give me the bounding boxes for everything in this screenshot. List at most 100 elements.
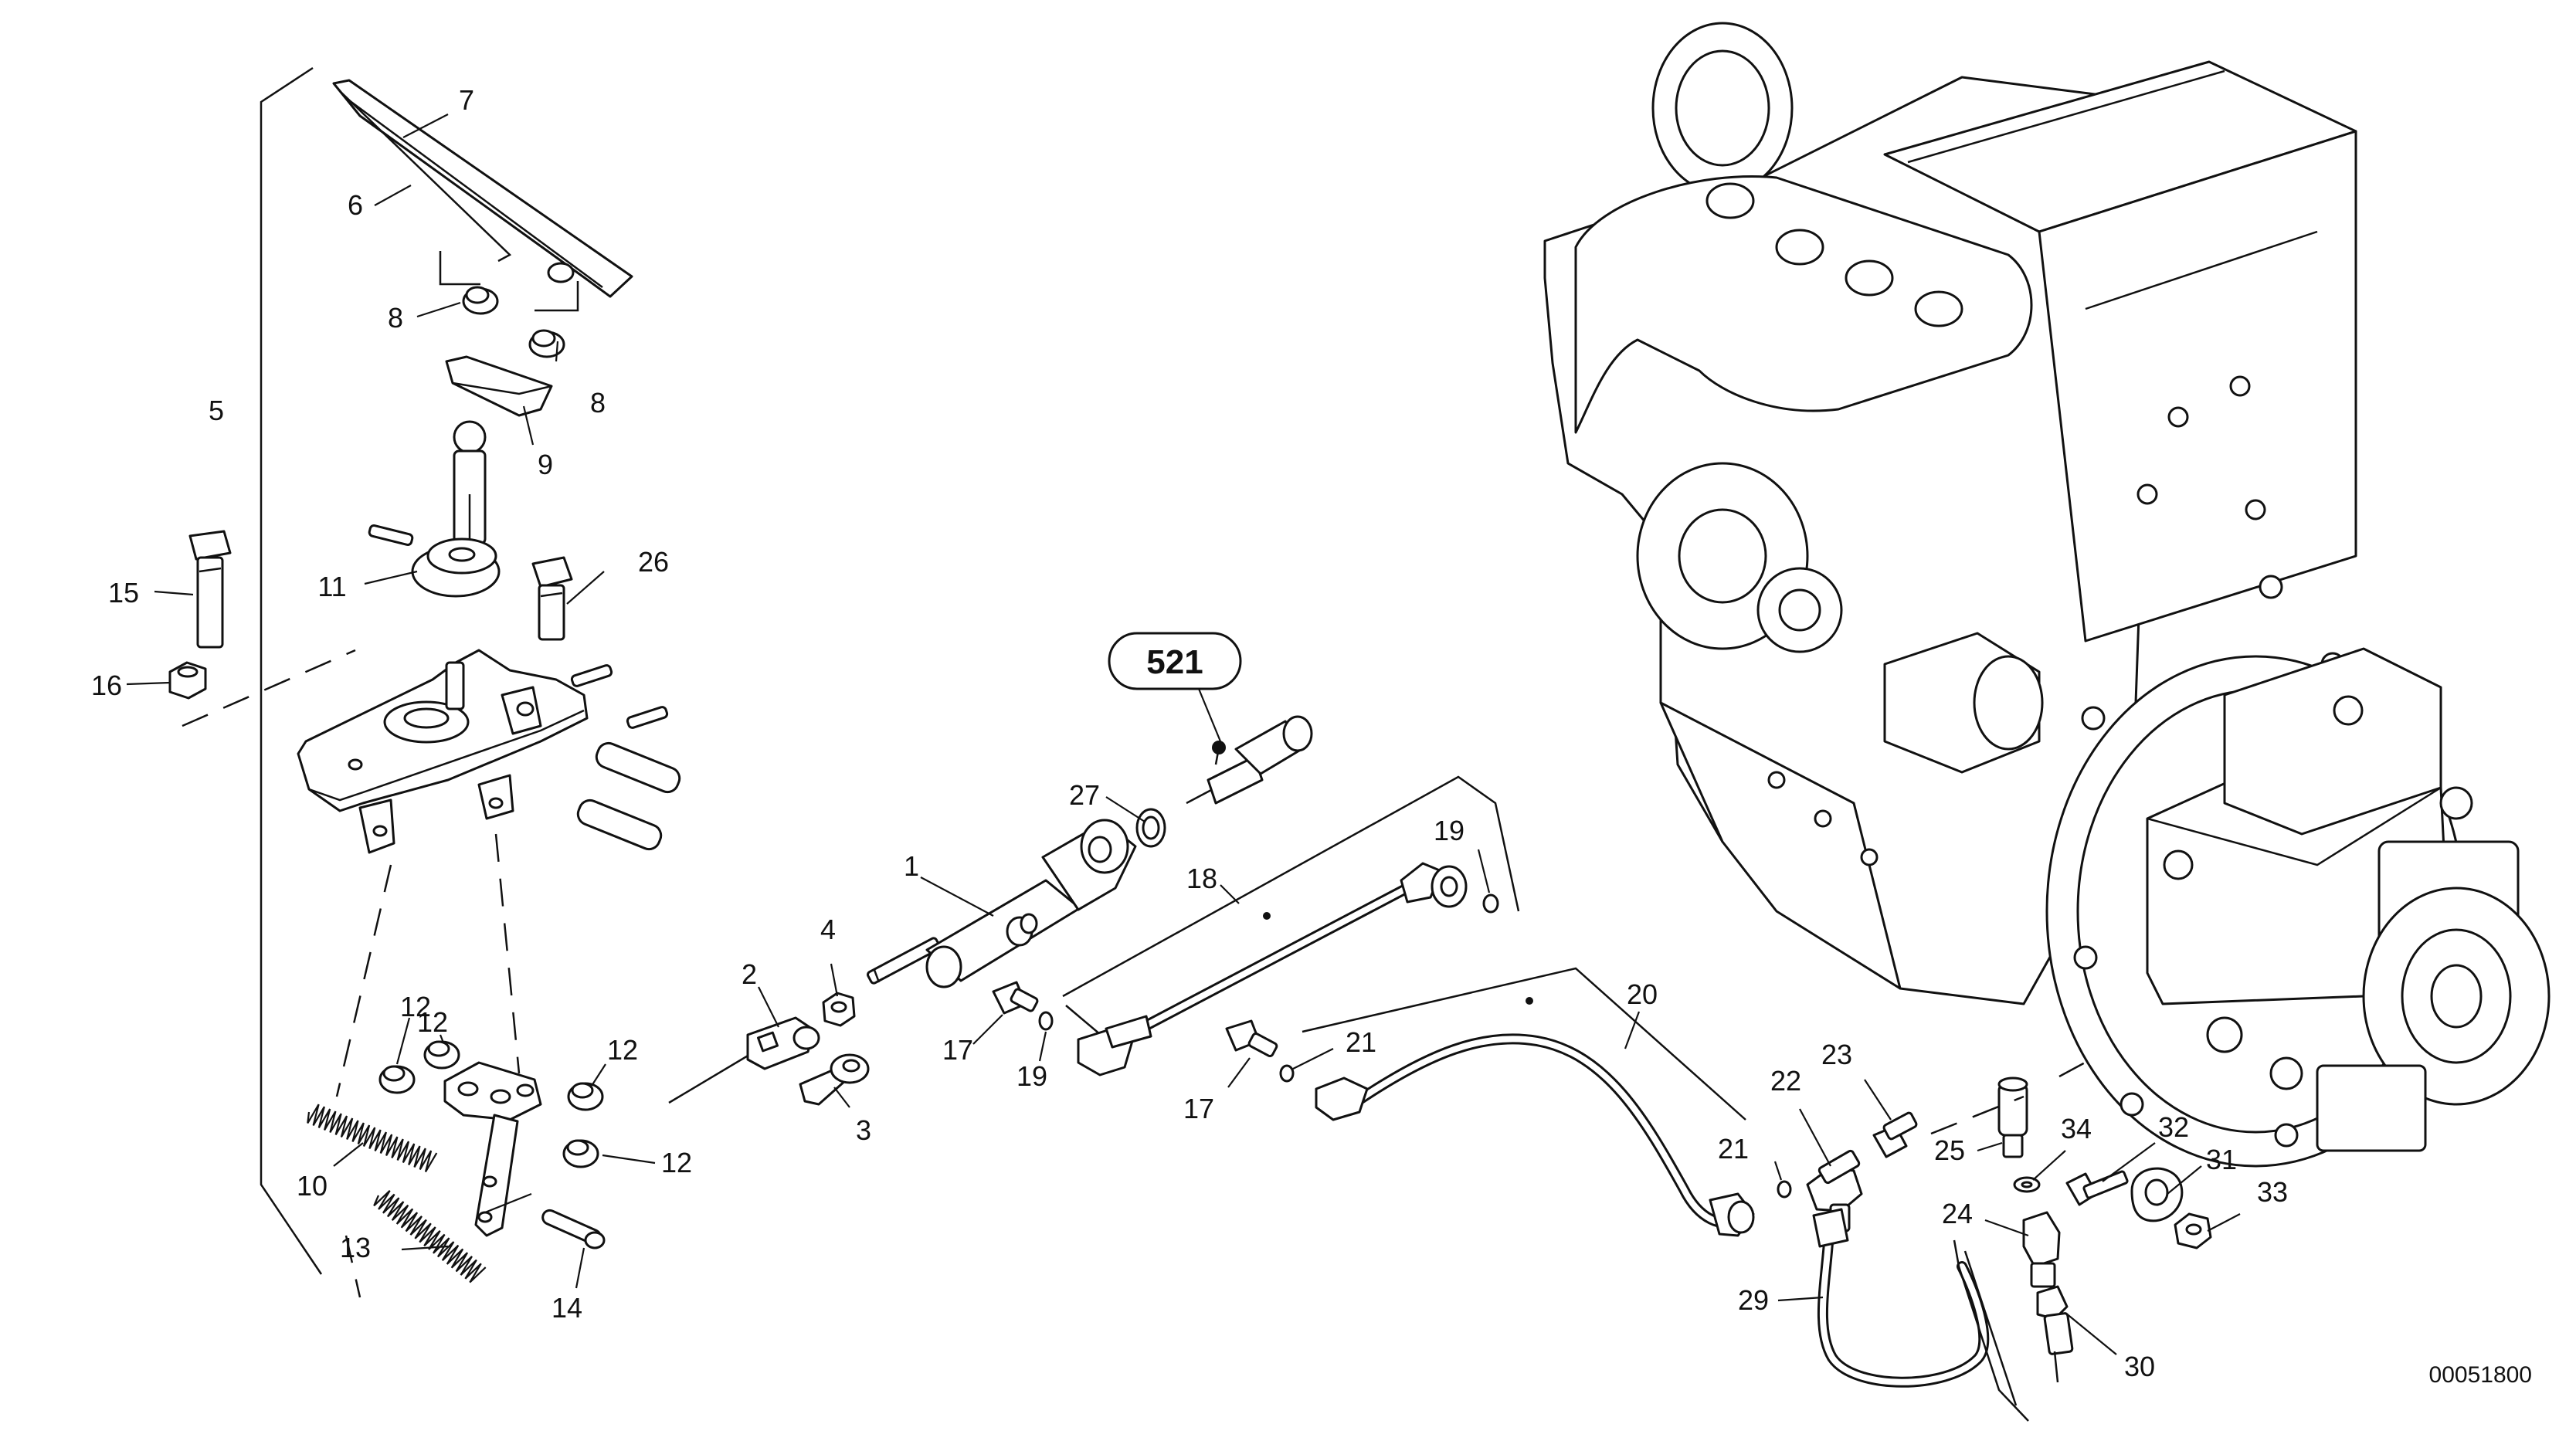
callout-3: 3: [856, 1114, 871, 1146]
callout-13: 13: [340, 1232, 371, 1263]
callout-10: 10: [297, 1170, 328, 1202]
spring-13: [373, 1190, 487, 1283]
nut-33: [2174, 1212, 2212, 1249]
washer-34: [2013, 1176, 2041, 1193]
callout-14: 14: [552, 1292, 582, 1324]
callout-23: 23: [1821, 1039, 1852, 1070]
clevis-pin-14: [541, 1209, 606, 1249]
pressure-switch-25: [1997, 1077, 2028, 1158]
adapter-24: [2022, 1211, 2061, 1288]
nut-4: [822, 992, 856, 1027]
callout-15: 15: [108, 577, 139, 609]
alignment-lines: [182, 649, 521, 1298]
pedal-base-plate: [297, 649, 589, 854]
callout-7: 7: [459, 84, 474, 116]
callout-2: 2: [742, 958, 757, 990]
spring-10: [307, 1104, 438, 1172]
bushing-12c: [567, 1082, 604, 1111]
callout-31: 31: [2206, 1144, 2237, 1175]
fitting-17b: [1225, 1019, 1278, 1058]
callout-34: 34: [2061, 1113, 2092, 1144]
bushing-lower: [528, 329, 565, 358]
hose-clamp-31: [2130, 1167, 2184, 1222]
roll-pin-left: [368, 524, 414, 547]
snap-ring-27: [1135, 808, 1166, 848]
callout-22: 22: [1770, 1065, 1801, 1097]
o-ring-21a: [1279, 1064, 1295, 1083]
callout-29: 29: [1738, 1284, 1769, 1316]
accelerator-pedal: [332, 79, 633, 298]
o-ring-21b: [1777, 1180, 1792, 1199]
clevis-2: [746, 1016, 820, 1070]
callout-26: 26: [638, 546, 669, 578]
o-ring-19a: [1038, 1011, 1054, 1031]
callout-27: 27: [1069, 779, 1100, 811]
bushing-12b: [423, 1040, 460, 1070]
callout-30: 30: [2124, 1351, 2155, 1382]
o-ring-19b: [1482, 893, 1499, 914]
callout-4: 4: [820, 914, 836, 945]
ball-joint-3: [799, 1053, 870, 1106]
hose-20-bracket: [1302, 967, 1746, 1121]
callout-12c: 12: [607, 1034, 638, 1066]
callout-9: 9: [538, 449, 553, 480]
callout-1: 1: [904, 850, 919, 882]
drawing-number: 00051800: [2429, 1362, 2532, 1388]
callout-17b: 17: [1183, 1093, 1214, 1124]
callout-25: 25: [1934, 1134, 1965, 1166]
hose-29: [1812, 1208, 1990, 1388]
callout-6: 6: [348, 189, 363, 221]
lever-leaders: [484, 1192, 532, 1214]
callout-8: 8: [388, 302, 403, 334]
callout-5: 5: [209, 395, 224, 426]
callout-17a: 17: [942, 1034, 973, 1066]
callout-21b: 21: [1718, 1133, 1749, 1165]
callout-11: 11: [317, 571, 346, 602]
bolt-32: [2065, 1170, 2129, 1206]
nut-16: [168, 661, 207, 700]
callout-12d: 12: [661, 1147, 692, 1178]
callout-8b: 8: [590, 387, 606, 419]
adapter-30: [2036, 1285, 2074, 1383]
callout-19b: 19: [1016, 1060, 1047, 1092]
bolt-26: [531, 556, 573, 641]
reference-group-label: 521: [1146, 643, 1203, 681]
callout-labels: 7 6 8 8 5 9 26 11 15 16 27 1 18 19 4 2 1…: [91, 84, 2288, 1382]
hose-20: [1315, 997, 1755, 1237]
callout-leaders: [126, 114, 2241, 1355]
callout-18: 18: [1186, 863, 1217, 894]
callout-33: 33: [2257, 1176, 2288, 1208]
linkage-connector-line: [668, 1053, 750, 1104]
lever-assembly: [443, 1061, 542, 1237]
bushing-upper: [462, 286, 499, 315]
engine-assembly: [1543, 22, 2551, 1168]
callout-21a: 21: [1346, 1026, 1376, 1058]
stop-block: [445, 355, 553, 417]
callout-19a: 19: [1434, 815, 1464, 846]
fitting-17a: [992, 981, 1039, 1015]
callout-32: 32: [2158, 1111, 2189, 1143]
actuator-cylinder: [925, 819, 1137, 988]
reference-valve: [1186, 715, 1313, 805]
bushing-12d: [562, 1139, 599, 1168]
bushing-12a: [378, 1065, 416, 1094]
callout-20: 20: [1627, 978, 1658, 1010]
pedal-rod: [453, 420, 487, 545]
callout-24: 24: [1942, 1198, 1973, 1229]
callout-16: 16: [91, 670, 122, 701]
shaft-lower: [576, 798, 663, 851]
reference-callout: 521: [1108, 632, 1242, 742]
group-bracket-5: [260, 66, 323, 1275]
lower-right-brackets: [1953, 1239, 2029, 1422]
callout-12b: 12: [417, 1006, 448, 1038]
hose-18: [1077, 862, 1468, 1077]
fitting-23: [1872, 1111, 1918, 1158]
roll-pin-upper: [570, 664, 613, 687]
roller: [411, 537, 501, 598]
roll-pin-middle: [626, 706, 669, 729]
bracket-guides: [439, 251, 579, 312]
shaft-upper: [595, 741, 681, 794]
bolt-15: [188, 530, 232, 649]
